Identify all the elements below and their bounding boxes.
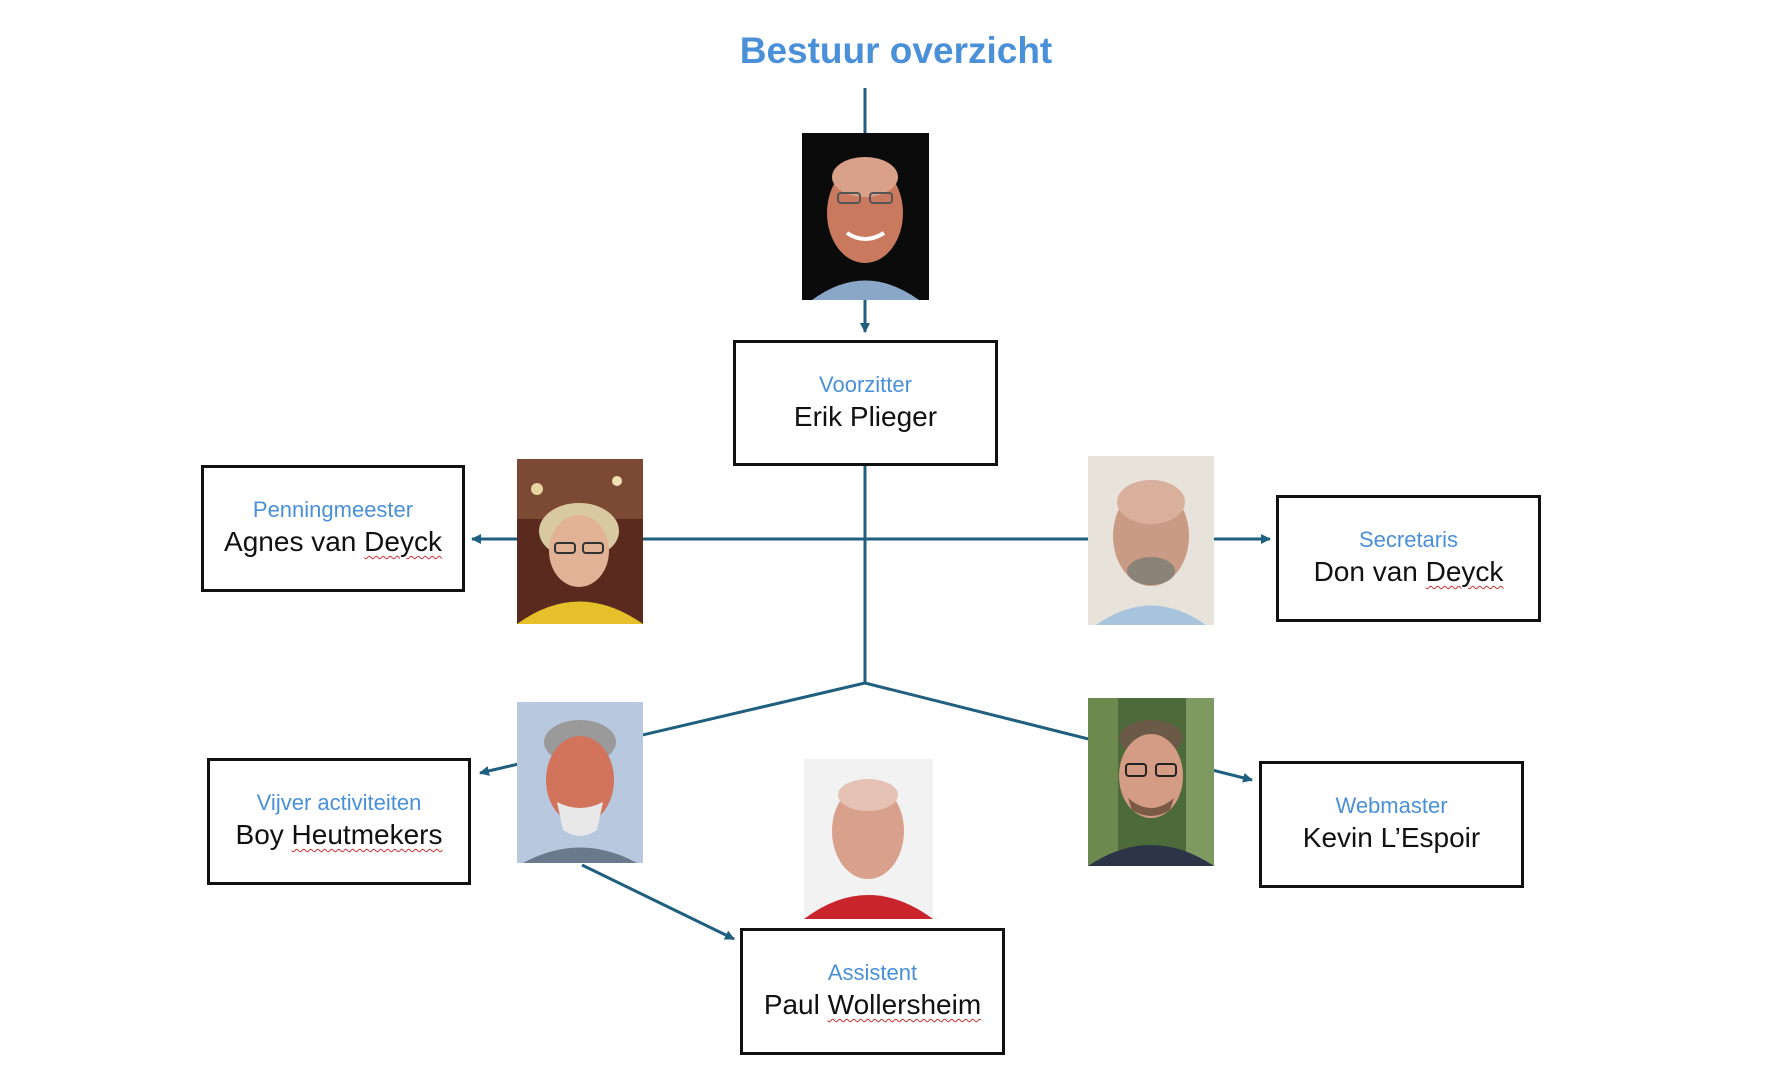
box-assistent: Assistent Paul Wollersheim bbox=[740, 928, 1005, 1055]
portrait-photo-secretaris bbox=[1088, 456, 1214, 625]
member-name-flagged: Deyck bbox=[1425, 556, 1504, 587]
member-name-part: Boy bbox=[235, 819, 292, 850]
member-name-flagged: Heutmekers bbox=[291, 819, 443, 850]
box-penningmeester: Penningmeester Agnes van Deyck bbox=[201, 465, 465, 592]
role-label: Voorzitter bbox=[819, 372, 912, 397]
portrait-photo-webmaster bbox=[1088, 698, 1214, 866]
member-name-part: Agnes van bbox=[224, 526, 365, 557]
member-name-part: Paul bbox=[763, 989, 828, 1020]
diagram-title: Bestuur overzicht bbox=[739, 30, 1053, 71]
member-name: Don van Deyck bbox=[1279, 554, 1538, 590]
member-name: Kevin L’Espoir bbox=[1302, 822, 1481, 853]
role-label: Penningmeester bbox=[252, 497, 414, 522]
member-name: Agnes van Deyck bbox=[204, 524, 462, 560]
portrait-photo-vijver bbox=[517, 702, 643, 863]
portrait-photo-assistent bbox=[804, 759, 933, 919]
portrait-photo-voorzitter bbox=[802, 133, 929, 300]
role-label: Vijver activiteiten bbox=[256, 790, 422, 815]
box-webmaster: Webmaster Kevin L’Espoir bbox=[1259, 761, 1524, 888]
member-name-flagged: Wollersheim bbox=[827, 989, 982, 1020]
box-vijver-activiteiten: Vijver activiteiten Boy Heutmekers bbox=[207, 758, 471, 885]
member-name: Paul Wollersheim bbox=[743, 987, 1002, 1023]
box-secretaris: Secretaris Don van Deyck bbox=[1276, 495, 1541, 622]
portrait-photo-penningmeester bbox=[517, 459, 643, 624]
member-name: Erik Plieger bbox=[793, 401, 938, 432]
member-name-part: Don van bbox=[1313, 556, 1426, 587]
box-voorzitter: Voorzitter Erik Plieger bbox=[733, 340, 998, 466]
role-label: Secretaris bbox=[1358, 527, 1459, 552]
role-label: Assistent bbox=[827, 960, 918, 985]
member-name-flagged: Deyck bbox=[364, 526, 442, 557]
member-name: Boy Heutmekers bbox=[210, 817, 468, 853]
role-label: Webmaster bbox=[1335, 793, 1448, 818]
connector-assistent bbox=[581, 863, 735, 941]
